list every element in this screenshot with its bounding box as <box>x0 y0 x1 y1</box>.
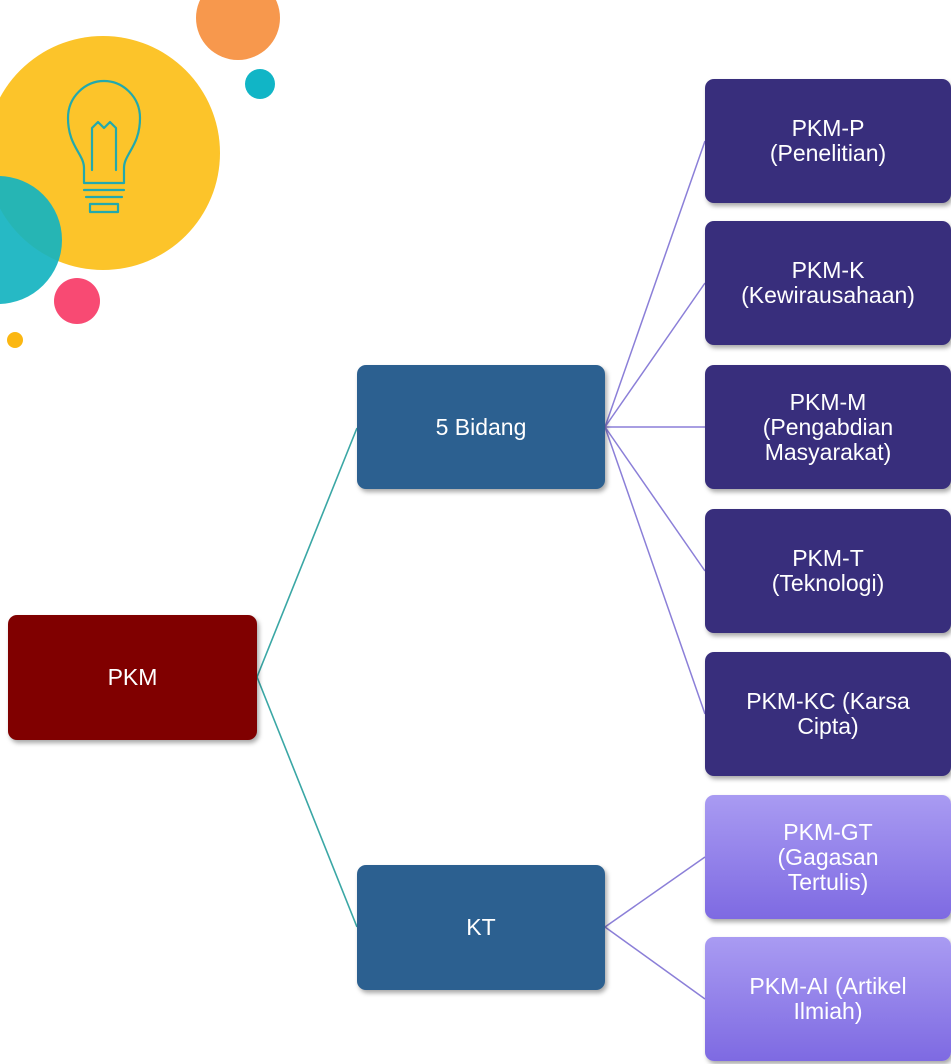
connector-root-to-kt <box>256 676 358 928</box>
root-node-label: PKM <box>107 664 158 690</box>
leaf-node-label: PKM-T (Teknologi) <box>771 545 885 596</box>
connector-5-bidang-to-pkm-t <box>604 426 706 572</box>
orange-circle <box>196 0 280 60</box>
lightbulb-icon <box>66 79 142 214</box>
leaf-node-label: PKM-KC (Karsa Cipta) <box>746 688 910 739</box>
leaf-node-pkm-gt: PKM-GT (Gagasan Tertulis) <box>705 795 951 919</box>
branch-node-kt: KT <box>357 865 605 990</box>
connector-5-bidang-to-pkm-kc <box>604 426 706 715</box>
branch-node-label: KT <box>466 914 496 940</box>
connector-kt-to-pkm-gt <box>604 856 706 928</box>
leaf-node-pkm-p: PKM-P (Penelitian) <box>705 79 951 203</box>
leaf-node-label: PKM-K (Kewirausahaan) <box>741 257 915 308</box>
leaf-node-pkm-t: PKM-T (Teknologi) <box>705 509 951 633</box>
leaf-node-label: PKM-AI (Artikel Ilmiah) <box>749 973 907 1024</box>
branch-node-label: 5 Bidang <box>435 413 527 440</box>
connector-5-bidang-to-pkm-p <box>604 140 706 428</box>
branch-node-5-bidang: 5 Bidang <box>357 365 605 489</box>
leaf-node-pkm-m: PKM-M (Pengabdian Masyarakat) <box>705 365 951 489</box>
teal-circle <box>0 176 62 304</box>
connector-root-to-5-bidang <box>256 427 358 678</box>
leaf-node-pkm-ai: PKM-AI (Artikel Ilmiah) <box>705 937 951 1061</box>
pink-circle <box>54 278 100 324</box>
leaf-node-pkm-k: PKM-K (Kewirausahaan) <box>705 221 951 345</box>
connector-kt-to-pkm-ai <box>604 926 706 1000</box>
leaf-node-pkm-kc: PKM-KC (Karsa Cipta) <box>705 652 951 776</box>
small-yellow-circle <box>7 332 23 348</box>
leaf-node-label: PKM-GT (Gagasan Tertulis) <box>777 818 879 895</box>
connector-5-bidang-to-pkm-k <box>604 282 706 428</box>
root-node: PKM <box>8 615 257 740</box>
leaf-node-label: PKM-M (Pengabdian Masyarakat) <box>762 388 894 465</box>
small-teal-circle <box>245 69 275 99</box>
leaf-node-label: PKM-P (Penelitian) <box>769 115 887 166</box>
